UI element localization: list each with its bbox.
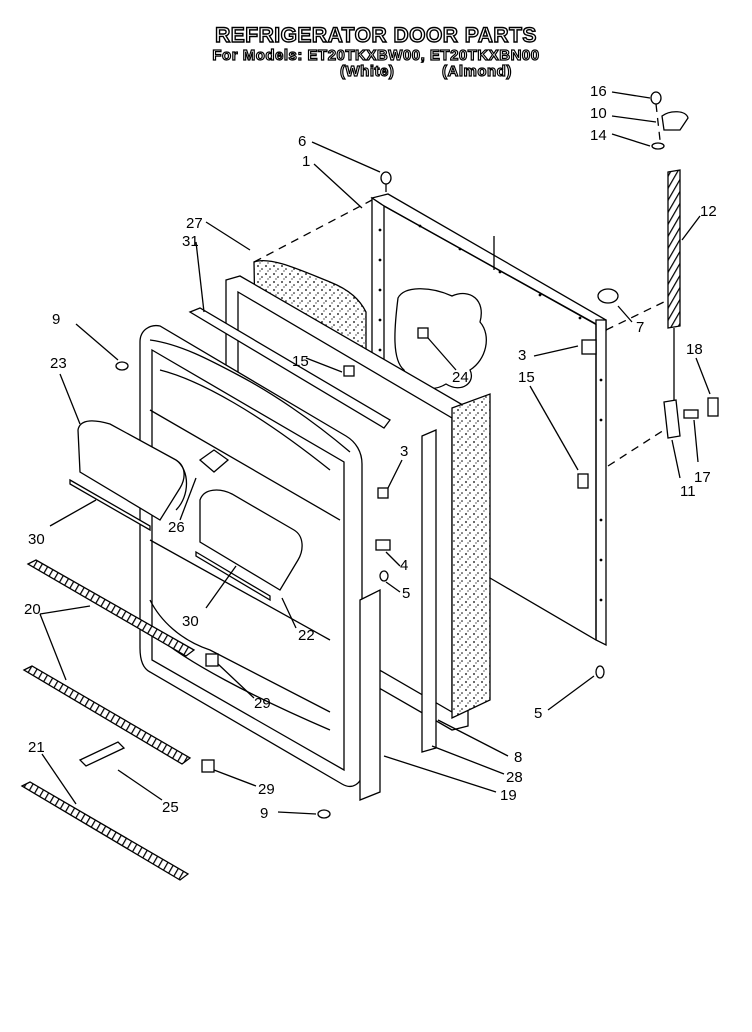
- hinge-cap: [597, 288, 619, 304]
- hinge-washer: [651, 142, 665, 150]
- callout-31: 31: [182, 233, 199, 250]
- hinge-bracket: [581, 339, 597, 355]
- color-white: (White): [339, 62, 395, 80]
- callout-29-upper: 29: [254, 695, 271, 712]
- label-plate: [417, 327, 429, 339]
- callout-27: 27: [186, 215, 203, 232]
- callout-20: 20: [24, 601, 41, 618]
- callout-14: 14: [590, 127, 607, 144]
- screw-stop: [379, 570, 389, 582]
- callout-1: 1: [302, 153, 310, 170]
- hinge-spacer: [707, 397, 719, 417]
- callout-25: 25: [162, 799, 179, 816]
- callout-9-upper: 9: [52, 311, 60, 328]
- lower-door-bin: [195, 489, 303, 602]
- color-almond: (Almond): [441, 62, 512, 80]
- callout-7: 7: [636, 319, 644, 336]
- callout-12: 12: [700, 203, 717, 220]
- models-line: For Models: ET20TKXBW00, ET20TKXBN00: [212, 46, 540, 64]
- callout-22: 22: [298, 627, 315, 644]
- callout-15-upper: 15: [292, 353, 309, 370]
- callout-29-lower: 29: [258, 781, 275, 798]
- callout-3-upper: 3: [518, 347, 526, 364]
- alignment-lines: [253, 103, 669, 467]
- door-stop-plate: [375, 539, 391, 551]
- door-trim-strip: [359, 588, 381, 801]
- callout-30-center: 30: [182, 613, 199, 630]
- end-cap-lower: [201, 759, 215, 773]
- callout-5-upper: 5: [402, 585, 410, 602]
- callout-19: 19: [500, 787, 517, 804]
- top-hinge: [661, 111, 689, 131]
- callout-21: 21: [28, 739, 45, 756]
- callout-labels: 16 10 14 6 1 12 27 31 7 9 23 15 24 3 15 …: [24, 83, 717, 822]
- shelf-rail-lower: [20, 781, 190, 881]
- end-cap-upper: [205, 653, 219, 667]
- gasket-strip: [421, 429, 437, 753]
- rail-clip: [78, 741, 126, 767]
- door-stop: [577, 473, 589, 489]
- callout-26: 26: [168, 519, 185, 536]
- hinge-screw: [650, 91, 662, 105]
- callout-15-lower: 15: [518, 369, 535, 386]
- callout-8: 8: [514, 749, 522, 766]
- callout-18: 18: [686, 341, 703, 358]
- door-handle: [667, 169, 681, 329]
- callout-28: 28: [506, 769, 523, 786]
- callout-9-lower: 9: [260, 805, 268, 822]
- screw-left: [115, 361, 129, 371]
- screw-panel: [595, 665, 605, 679]
- bottom-hinge: [663, 399, 681, 439]
- shelf-rail-upper: [26, 559, 196, 657]
- callout-3-lower: 3: [400, 443, 408, 460]
- hinge-pin: [683, 409, 699, 419]
- callout-6: 6: [298, 133, 306, 150]
- screw-top: [380, 171, 392, 185]
- callout-23: 23: [50, 355, 67, 372]
- breaker-strip: [188, 307, 391, 429]
- callout-4: 4: [400, 557, 408, 574]
- plug-button: [343, 365, 355, 377]
- insulation-cutout: [394, 288, 487, 389]
- leader-lines: [39, 91, 711, 815]
- callout-24: 24: [452, 369, 469, 386]
- shelf-rail-middle: [22, 665, 192, 765]
- callout-5-lower: 5: [534, 705, 542, 722]
- callout-11: 11: [680, 483, 696, 500]
- diagram-title: REFRIGERATOR DOOR PARTS: [214, 23, 537, 47]
- callout-30-left: 30: [28, 531, 45, 548]
- door-stop-bracket: [377, 487, 389, 499]
- callout-16: 16: [590, 83, 607, 100]
- upper-door-bin: [69, 420, 230, 532]
- callout-10: 10: [590, 105, 607, 122]
- screw-bottom: [317, 809, 331, 819]
- callout-17: 17: [694, 469, 711, 486]
